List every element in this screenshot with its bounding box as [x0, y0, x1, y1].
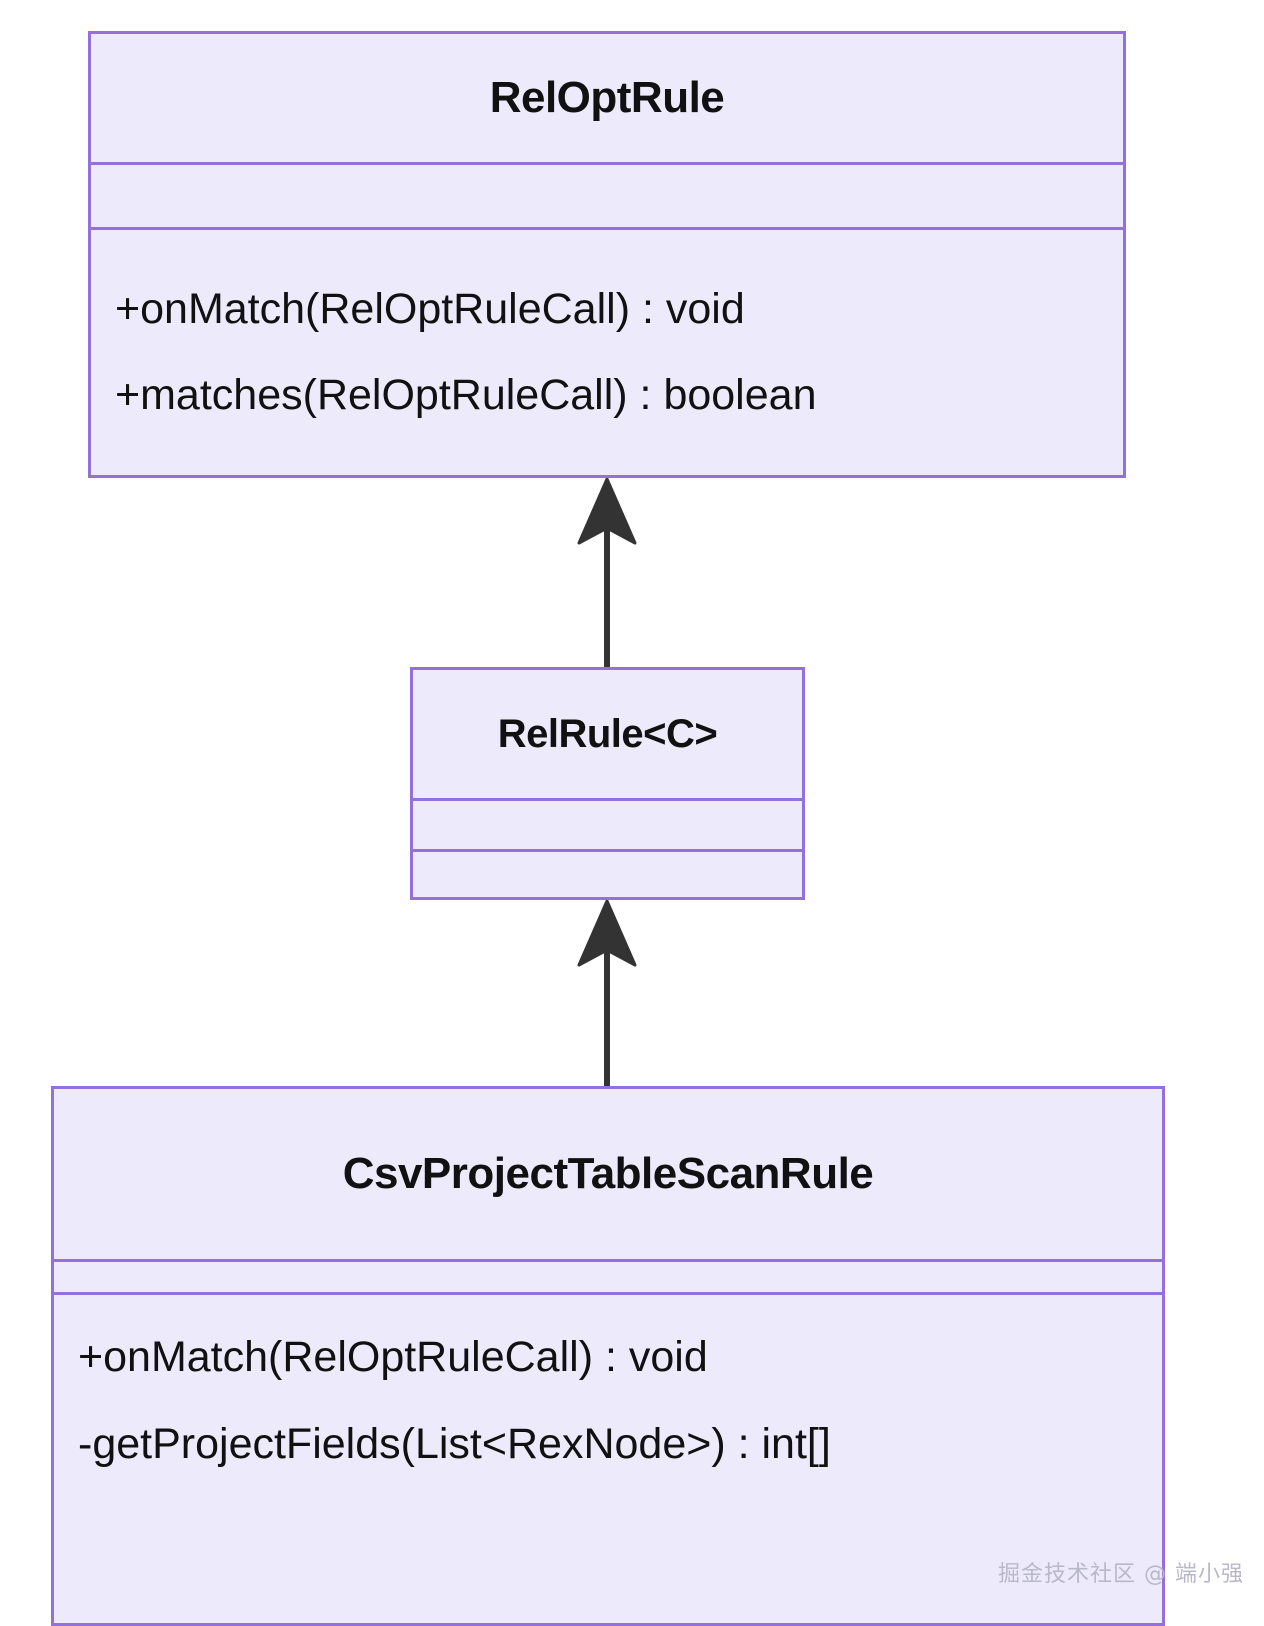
- uml-compartment-divider: [413, 798, 802, 801]
- uml-class-csvprojecttablescanrule[interactable]: CsvProjectTableScanRule +onMatch(RelOptR…: [51, 1086, 1165, 1626]
- uml-compartment-divider: [91, 227, 1123, 230]
- uml-methods-compartment: +onMatch(RelOptRuleCall) : void +matches…: [91, 230, 1123, 475]
- uml-class-title: RelOptRule: [489, 72, 725, 122]
- uml-method: +onMatch(RelOptRuleCall) : void: [115, 285, 745, 334]
- uml-class-relrule[interactable]: RelRule<C>: [410, 667, 805, 900]
- uml-attributes-compartment: [54, 1262, 1162, 1292]
- uml-class-reloptrule[interactable]: RelOptRule +onMatch(RelOptRuleCall) : vo…: [88, 31, 1126, 478]
- uml-compartment-divider: [413, 849, 802, 852]
- uml-compartment-divider: [54, 1259, 1162, 1262]
- uml-attributes-compartment: [413, 801, 802, 849]
- inheritance-arrow-csvrule-to-relrule: [577, 899, 637, 1086]
- watermark: 掘金技术社区 @ 端小强: [998, 1562, 1244, 1587]
- uml-methods-compartment: [413, 852, 802, 897]
- uml-class-title: CsvProjectTableScanRule: [342, 1148, 874, 1198]
- uml-class-title: RelRule<C>: [497, 712, 718, 756]
- uml-compartment-divider: [91, 162, 1123, 165]
- uml-attributes-compartment: [91, 165, 1123, 227]
- uml-method: +matches(RelOptRuleCall) : boolean: [115, 370, 817, 419]
- uml-method: -getProjectFields(List<RexNode>) : int[]: [78, 1420, 831, 1469]
- inheritance-arrow-relrule-to-reloptrule: [577, 477, 637, 667]
- uml-methods-compartment: +onMatch(RelOptRuleCall) : void -getProj…: [54, 1295, 1162, 1623]
- uml-method: +onMatch(RelOptRuleCall) : void: [78, 1333, 708, 1381]
- uml-compartment-divider: [54, 1292, 1162, 1295]
